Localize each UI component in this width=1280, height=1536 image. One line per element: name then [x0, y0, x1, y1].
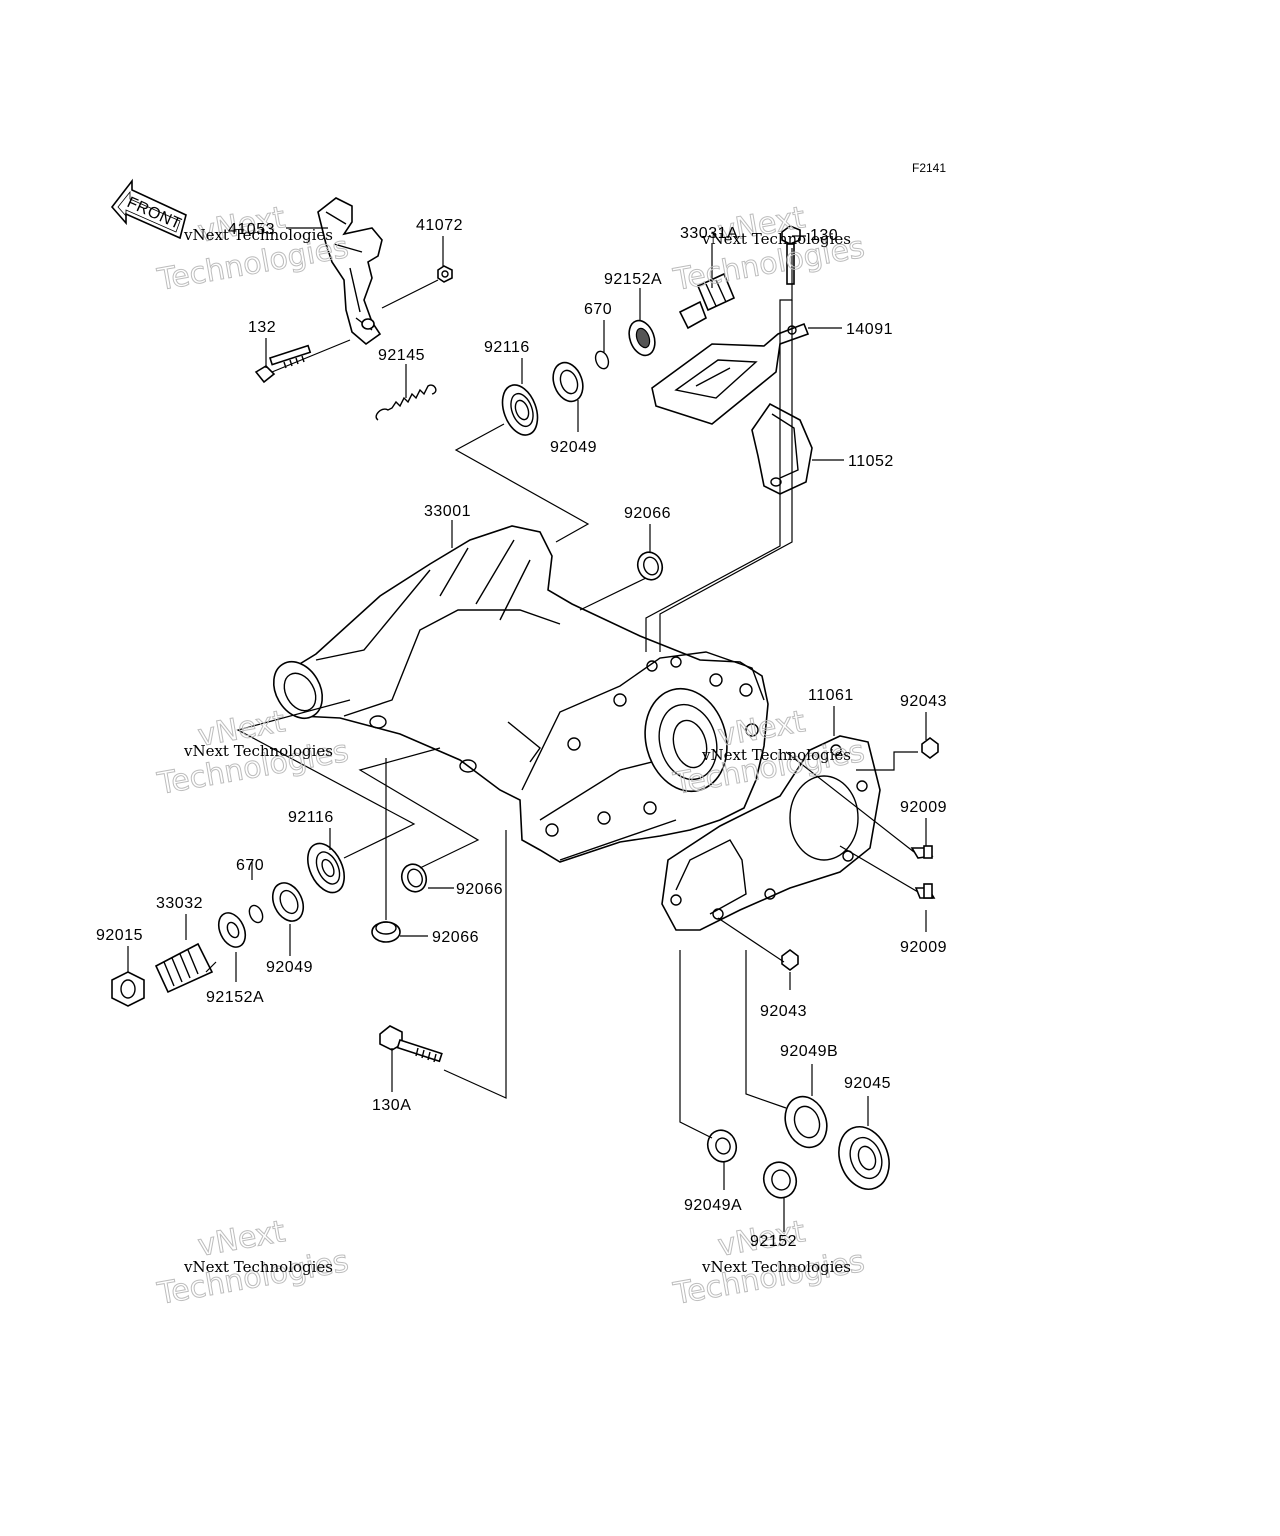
callout-92066-top: 92066 [624, 505, 671, 522]
callout-92009-top: 92009 [900, 799, 947, 816]
watermark-bottom-right: vNext Technologies vNext Technologies [670, 1214, 868, 1313]
nut-41072-part [437, 265, 453, 283]
bearing-92045-part [838, 1126, 890, 1190]
callout-92045: 92045 [844, 1075, 891, 1092]
bracket-11052-part [751, 402, 813, 495]
callout-14091: 14091 [846, 321, 893, 338]
figure-code: F2141 [912, 161, 946, 175]
bearing-92116-bot-part [307, 842, 345, 894]
bolt-132-part [254, 344, 312, 384]
svg-text:vNext Technologies: vNext Technologies [701, 230, 851, 248]
collar-92066-mid-part [400, 863, 428, 893]
svg-text:vNext Technologies: vNext Technologies [701, 1258, 851, 1276]
gasket-11061-part [661, 735, 881, 931]
lever-41053-part [317, 197, 383, 346]
callout-130A: 130A [372, 1097, 411, 1114]
svg-text:vNext Technologies: vNext Technologies [701, 746, 851, 764]
leader-lines [127, 227, 927, 1232]
seal-92049-bot-part [271, 882, 305, 922]
ring-670-top-part [594, 350, 610, 370]
screw-92009-bot-part [914, 883, 936, 899]
callout-92043-bot: 92043 [760, 1003, 807, 1020]
spring-92145-part [375, 384, 437, 421]
dowel-92043-top-part [921, 737, 939, 759]
callout-670-bot: 670 [236, 857, 264, 874]
bracket-14091-part [651, 322, 810, 425]
svg-text:vNext Technologies: vNext Technologies [183, 226, 333, 244]
callout-33031A: 33031A [680, 225, 738, 242]
callout-92116-top: 92116 [484, 339, 530, 356]
watermark-bottom-left: vNext Technologies vNext Technologies [154, 1214, 352, 1313]
callout-33001: 33001 [424, 503, 471, 520]
callout-11061: 11061 [808, 687, 854, 704]
swingarm-33001-part [272, 525, 769, 863]
screw-92009-top-part [910, 845, 934, 859]
svg-text:vNext Technologies: vNext Technologies [183, 1258, 333, 1276]
seal-92049B-part [784, 1095, 828, 1149]
callout-92015: 92015 [96, 927, 143, 944]
callout-92152: 92152 [750, 1233, 797, 1250]
callout-92066-bot: 92066 [432, 929, 479, 946]
callout-92049-top: 92049 [550, 439, 597, 456]
callout-92066-mid: 92066 [456, 881, 503, 898]
ring-670-bot-part [248, 904, 264, 924]
callout-33032: 33032 [156, 895, 203, 912]
callout-130: 130 [810, 227, 838, 244]
nut-92015-part [111, 971, 145, 1007]
callout-92152A-bot: 92152A [206, 989, 264, 1006]
callout-labels: 41053 41072 132 92145 92116 92049 670 92… [96, 217, 947, 1250]
callout-92152A-top: 92152A [604, 271, 662, 288]
callout-92116-bot: 92116 [288, 809, 334, 826]
callout-92145: 92145 [378, 347, 425, 364]
callout-92043-top: 92043 [900, 693, 947, 710]
seal-92049A-part [706, 1129, 738, 1163]
callout-132: 132 [248, 319, 276, 336]
callout-11052: 11052 [848, 453, 894, 470]
callout-92049A: 92049A [684, 1197, 742, 1214]
watermark-top-left: vNext Technologies vNext Technologies [154, 200, 352, 299]
pivot-shaft-33032-part [154, 942, 214, 994]
callout-92049B: 92049B [780, 1043, 838, 1060]
bearing-92116-top-part [501, 384, 539, 436]
washer-92152A-top-part [628, 319, 656, 357]
callout-92049-bot: 92049 [266, 959, 313, 976]
svg-text:vNext Technologies: vNext Technologies [183, 742, 333, 760]
callout-41053: 41053 [228, 221, 275, 238]
bolt-130A-part [379, 1025, 443, 1063]
collar-92066-top-part [636, 551, 664, 581]
callout-41072: 41072 [416, 217, 463, 234]
callout-670-top: 670 [584, 301, 612, 318]
dowel-92043-bot-part [781, 949, 799, 971]
watermark-mid-left: vNext Technologies vNext Technologies [154, 704, 352, 803]
front-arrow-icon: FRONT [110, 178, 187, 240]
washer-92152A-bot-part [217, 912, 247, 948]
seal-92049-top-part [552, 361, 584, 403]
watermark-top-right: vNext Technologies vNext Technologies [670, 200, 868, 299]
pivot-shaft-33031A-part [678, 272, 736, 330]
collar-92152-part [762, 1161, 798, 1199]
callout-92009-bot: 92009 [900, 939, 947, 956]
bolt-130-part [781, 225, 801, 285]
collar-92066-bot-part [371, 921, 401, 943]
